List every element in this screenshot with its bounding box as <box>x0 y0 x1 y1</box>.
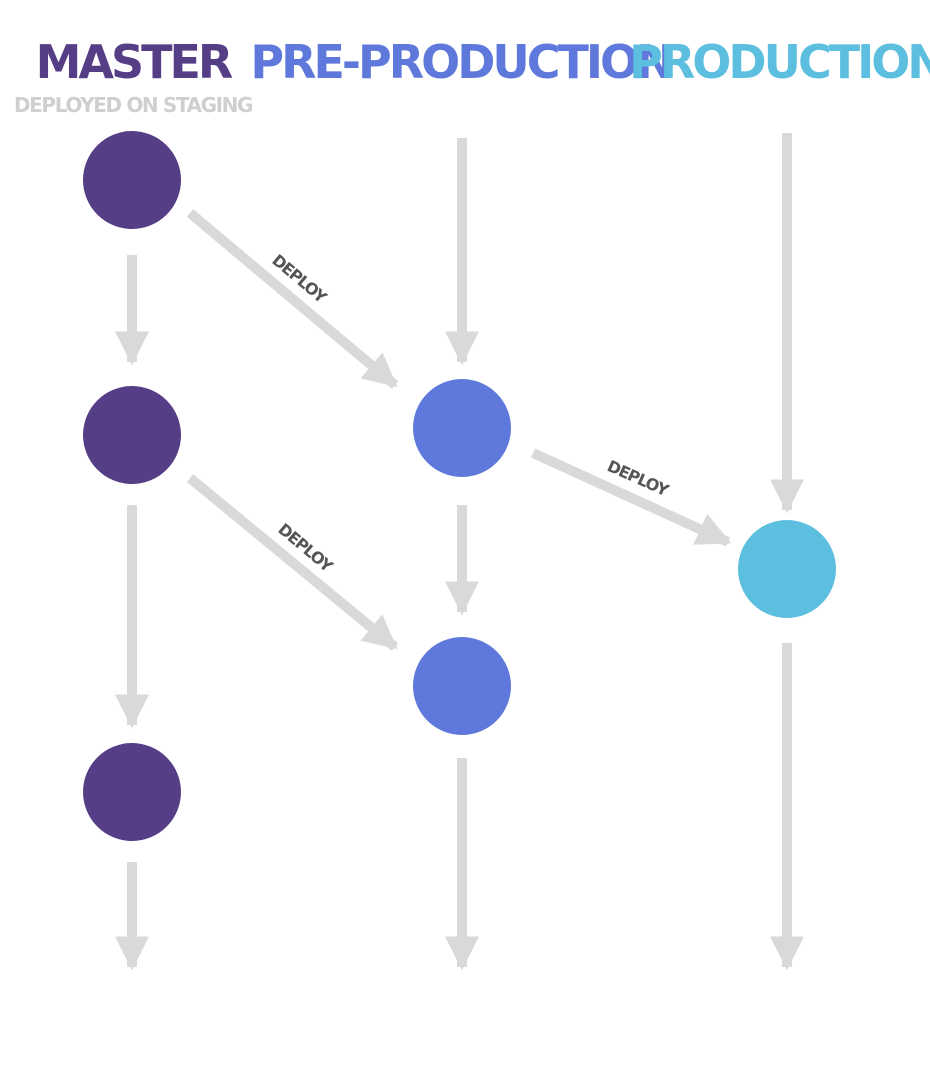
master-commit-node <box>83 131 181 229</box>
deploy-arrow-preproduction-to-production <box>530 448 732 547</box>
deploy-arrow-master-to-preproduction-1 <box>186 209 399 389</box>
preproduction-title: PRE-PRODUCTION <box>250 35 671 89</box>
deploy-arrows <box>186 209 732 651</box>
preproduction-commit-node <box>413 637 511 735</box>
preproduction-commit-node <box>413 379 511 477</box>
master-commit-node <box>83 743 181 841</box>
master-subtitle: DEPLOYED ON STAGING <box>14 93 252 117</box>
deploy-arrow-master-to-preproduction-2 <box>186 474 399 651</box>
preproduction-commits <box>413 379 511 735</box>
production-title: PRODUCTION <box>629 35 930 89</box>
production-commit-node <box>738 520 836 618</box>
master-commit-node <box>83 386 181 484</box>
master-commits <box>83 131 181 841</box>
production-commits <box>738 520 836 618</box>
master-title: MASTER <box>36 35 233 89</box>
